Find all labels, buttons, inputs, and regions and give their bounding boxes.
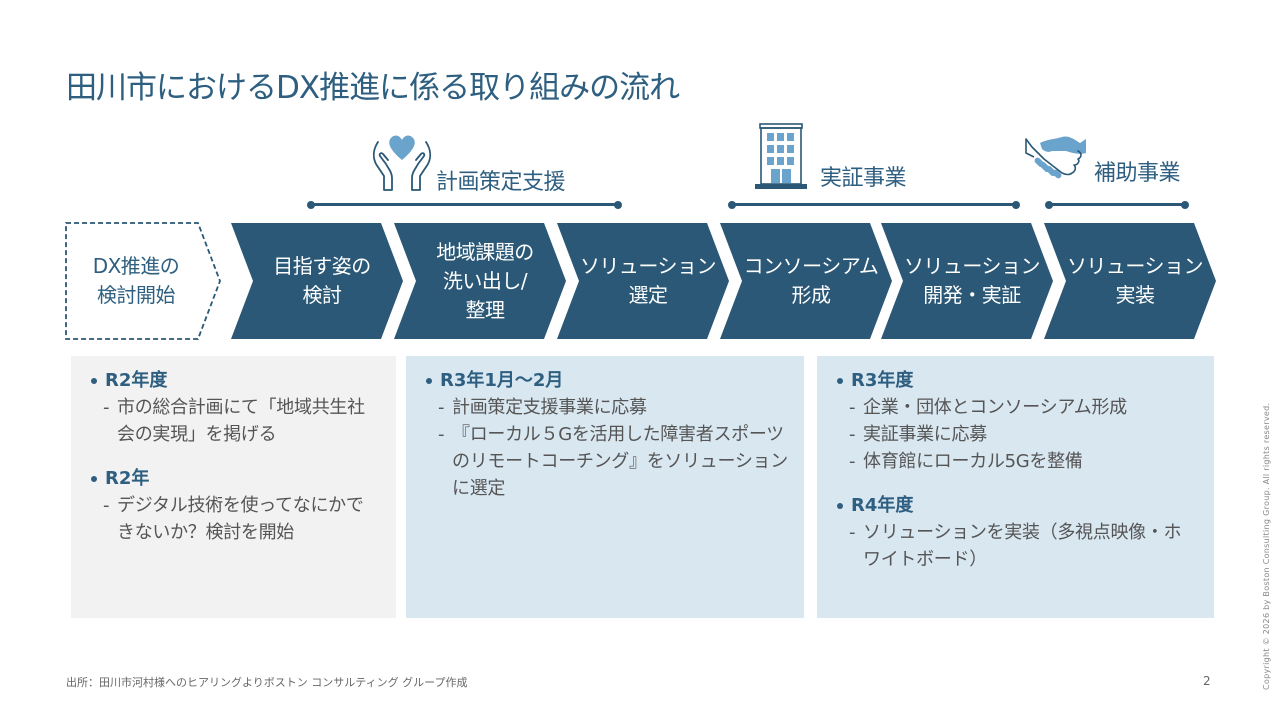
- period-heading-text: R3年1月～2月: [440, 370, 564, 391]
- period-heading: R3年1月～2月: [422, 368, 788, 394]
- list-item-text: ソリューションを実装（多視点映像・ホワイトボード）: [863, 522, 1182, 570]
- process-step-chevron: [1044, 223, 1216, 339]
- handshake-icon: [1025, 136, 1086, 179]
- phase-timeline: [728, 200, 1020, 209]
- timeline-end-dot: [614, 200, 622, 209]
- phase-label: 補助事業: [1094, 161, 1181, 186]
- dash-bullet-icon: -: [849, 451, 856, 472]
- dash-bullet-icon: -: [438, 424, 445, 445]
- phase-timeline: [1045, 200, 1189, 209]
- info-box-r3-r4: R3年度-企業・団体とコンソーシアム形成-実証事業に応募-体育館にローカル5Gを…: [817, 356, 1214, 618]
- bullet-icon: [837, 503, 843, 509]
- period-heading: R2年: [87, 466, 380, 492]
- list-item-text: 『ローカル５Gを活用した障害者スポーツのリモートコーチング』をソリューションに選…: [452, 424, 788, 499]
- list-item-text: 実証事業に応募: [863, 424, 987, 445]
- process-step-chevron: [231, 223, 403, 339]
- info-box-r3-early: R3年1月～2月-計画策定支援事業に応募-『ローカル５Gを活用した障害者スポーツ…: [406, 356, 804, 618]
- dash-bullet-icon: -: [103, 495, 110, 516]
- bullet-icon: [91, 476, 97, 482]
- list-item: -計画策定支援事業に応募: [422, 394, 788, 421]
- list-item-text: デジタル技術を使ってなにかできないか？検討を開始: [117, 495, 364, 543]
- dash-bullet-icon: -: [438, 397, 445, 418]
- hands-heart-icon: [372, 135, 432, 191]
- list-item-text: 計画策定支援事業に応募: [452, 397, 647, 418]
- process-step-label: 地域課題の 洗い出し/ 整理: [436, 239, 534, 322]
- process-step-label: ソリューション 開発・実証: [903, 254, 1041, 307]
- info-box-r2: R2年度-市の総合計画にて「地域共生社会の実現」を掲げる R2年-デジタル技術を…: [71, 356, 396, 618]
- list-item: -市の総合計画にて「地域共生社会の実現」を掲げる: [87, 394, 380, 448]
- period-heading: R2年度: [87, 368, 380, 394]
- phase-timeline: [307, 200, 622, 209]
- timeline-start-dot: [728, 200, 736, 209]
- list-item: -ソリューションを実装（多視点映像・ホワイトボード）: [833, 519, 1198, 573]
- process-step-chevron: [394, 223, 566, 339]
- timeline-group: R3年1月～2月-計画策定支援事業に応募-『ローカル５Gを活用した障害者スポーツ…: [422, 368, 788, 502]
- dash-bullet-icon: -: [849, 424, 856, 445]
- period-heading-text: R4年度: [851, 495, 914, 516]
- dash-bullet-icon: -: [103, 397, 110, 418]
- timeline-group: R2年度 -市の総合計画にて「地域共生社会の実現」を掲げる: [87, 368, 380, 448]
- timeline-group: R3年度-企業・団体とコンソーシアム形成-実証事業に応募-体育館にローカル5Gを…: [833, 368, 1198, 475]
- process-step-label: コンソーシアム 形成: [743, 254, 879, 307]
- list-item: -実証事業に応募: [833, 421, 1198, 448]
- process-step-label: 目指す姿の 検討: [273, 254, 371, 307]
- period-heading: R3年度: [833, 368, 1198, 394]
- process-step-chevron: [720, 223, 892, 339]
- period-heading: R4年度: [833, 493, 1198, 519]
- phase-label: 計画策定支援: [436, 170, 566, 195]
- process-step-label: ソリューション 実装: [1066, 254, 1204, 307]
- timeline-start-dot: [1045, 200, 1053, 209]
- dash-bullet-icon: -: [849, 397, 856, 418]
- process-step-chevron: [65, 222, 221, 340]
- timeline-group: R4年度 -ソリューションを実装（多視点映像・ホワイトボード）: [833, 493, 1198, 573]
- process-step-label: DX推進の 検討開始: [92, 254, 180, 307]
- list-item-text: 市の総合計画にて「地域共生社会の実現」を掲げる: [117, 397, 365, 445]
- phase-label: 実証事業: [820, 166, 907, 191]
- bullet-icon: [91, 378, 97, 384]
- source-note: 出所：田川市河村様へのヒアリングよりボストン コンサルティング グループ作成: [66, 676, 468, 689]
- bullet-icon: [426, 378, 432, 384]
- process-step-chevron: [557, 223, 729, 339]
- copyright-notice: Copyright © 2026 by Boston Consulting Gr…: [1262, 402, 1271, 690]
- period-heading-text: R3年度: [851, 370, 914, 391]
- list-item: -デジタル技術を使ってなにかできないか？検討を開始: [87, 492, 380, 546]
- period-heading-text: R2年度: [105, 370, 168, 391]
- page-title: 田川市におけるDX推進に係る取り組みの流れ: [66, 70, 680, 106]
- dash-bullet-icon: -: [849, 522, 856, 543]
- list-item: -企業・団体とコンソーシアム形成: [833, 394, 1198, 421]
- timeline-end-dot: [1181, 200, 1189, 209]
- list-item: -『ローカル５Gを活用した障害者スポーツのリモートコーチング』をソリューションに…: [422, 421, 788, 502]
- list-item: -体育館にローカル5Gを整備: [833, 448, 1198, 475]
- list-item-text: 企業・団体とコンソーシアム形成: [863, 397, 1127, 418]
- timeline-end-dot: [1012, 200, 1020, 209]
- building-icon: [755, 123, 807, 189]
- page-number: 2: [1203, 674, 1211, 688]
- list-item-text: 体育館にローカル5Gを整備: [863, 451, 1083, 472]
- process-step-label: ソリューション 選定: [579, 254, 717, 307]
- timeline-group: R2年 -デジタル技術を使ってなにかできないか？検討を開始: [87, 466, 380, 546]
- period-heading-text: R2年: [105, 468, 150, 489]
- bullet-icon: [837, 378, 843, 384]
- process-step-chevron: [881, 223, 1053, 339]
- timeline-start-dot: [307, 200, 315, 209]
